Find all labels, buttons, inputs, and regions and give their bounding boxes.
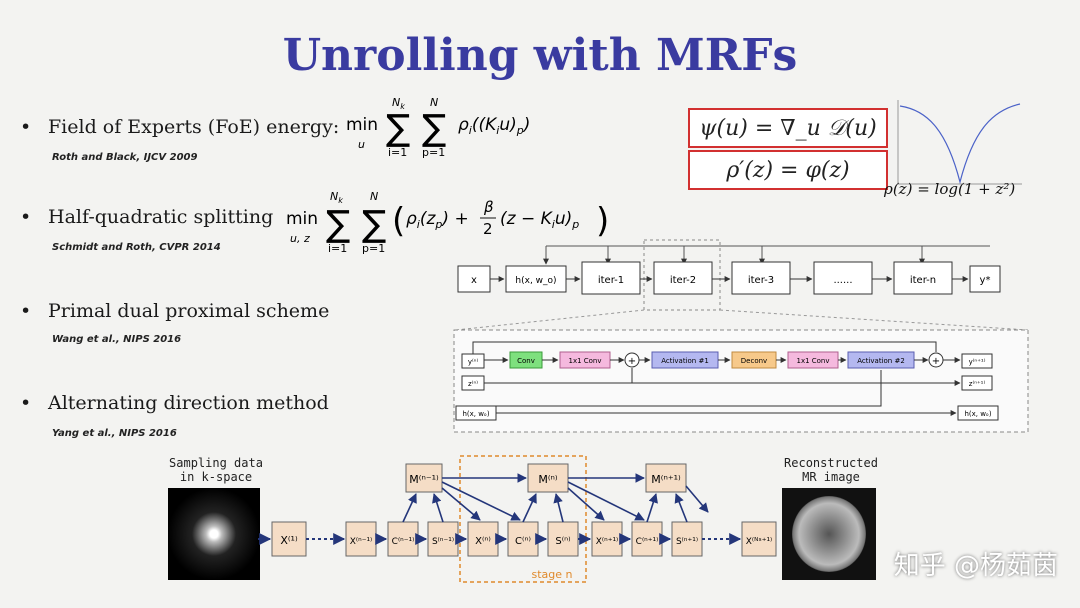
svg-text:∑: ∑ xyxy=(386,108,410,149)
rho-equation-box: ρ′(z) = φ(z) xyxy=(688,150,888,190)
svg-text:∑: ∑ xyxy=(362,204,386,245)
svg-text:X⁽¹⁾: X⁽¹⁾ xyxy=(280,534,298,547)
bullet-hqs: •Half-quadratic splitting xyxy=(20,206,274,228)
cite-hqs: Schmidt and Roth, CVPR 2014 xyxy=(52,242,221,253)
svg-text:x: x xyxy=(471,275,477,286)
svg-text:h(x, w_o): h(x, w_o) xyxy=(515,276,556,286)
svg-text:S⁽ⁿ⁻¹⁾: S⁽ⁿ⁻¹⁾ xyxy=(432,537,454,547)
svg-text:i=1: i=1 xyxy=(328,242,347,255)
svg-text:i=1: i=1 xyxy=(388,146,407,159)
svg-text:M⁽ⁿ⁾: M⁽ⁿ⁾ xyxy=(538,473,558,486)
svg-text:iter-2: iter-2 xyxy=(670,275,696,286)
svg-text:C⁽ⁿ⁺¹⁾: C⁽ⁿ⁺¹⁾ xyxy=(636,537,659,547)
svg-text:Conv: Conv xyxy=(517,357,535,365)
svg-text:S⁽ⁿ⁾: S⁽ⁿ⁾ xyxy=(555,536,570,547)
svg-text:(z − Kiu)p: (z − Kiu)p xyxy=(500,209,579,231)
svg-text:u: u xyxy=(358,138,365,151)
svg-text:+: + xyxy=(628,356,636,367)
kspace-caption: Sampling data in k-space xyxy=(169,456,263,484)
svg-text:min: min xyxy=(346,115,378,135)
svg-text:iter-1: iter-1 xyxy=(598,275,624,286)
svg-text:β: β xyxy=(483,198,494,216)
block-iter-n xyxy=(893,261,953,295)
svg-text:y⁽ⁿ⁾: y⁽ⁿ⁾ xyxy=(468,358,479,366)
svg-text:h(x, wₒ): h(x, wₒ) xyxy=(462,410,489,418)
psi-equation-box: ψ(u) = ∇_u 𝒟(u) xyxy=(688,108,888,148)
block-iter-1 xyxy=(581,261,641,295)
svg-text:z⁽ⁿ⁺¹⁾: z⁽ⁿ⁺¹⁾ xyxy=(969,380,986,388)
svg-text:C⁽ⁿ⁻¹⁾: C⁽ⁿ⁻¹⁾ xyxy=(392,537,415,547)
svg-text:min: min xyxy=(286,209,318,229)
svg-text:X⁽ⁿ⁻¹⁾: X⁽ⁿ⁻¹⁾ xyxy=(350,537,373,547)
svg-text:h(x, wₒ): h(x, wₒ) xyxy=(964,410,991,418)
iteration-detail-box xyxy=(453,329,1029,433)
slide-title: Unrolling with MRFs xyxy=(282,30,798,81)
block-iter-3 xyxy=(731,261,791,295)
svg-text:X⁽ⁿ⁾: X⁽ⁿ⁾ xyxy=(475,536,491,547)
svg-text:(: ( xyxy=(392,201,405,241)
kspace-image xyxy=(168,488,260,580)
cite-foe: Roth and Black, IJCV 2009 xyxy=(52,152,198,163)
svg-text:y⁽ⁿ⁺¹⁾: y⁽ⁿ⁺¹⁾ xyxy=(969,358,986,366)
svg-text:M⁽ⁿ⁻¹⁾: M⁽ⁿ⁻¹⁾ xyxy=(409,473,439,486)
svg-text:u, z: u, z xyxy=(290,232,310,245)
watermark: 知乎 @杨茹茵 xyxy=(893,551,1058,581)
mr-caption: Reconstructed MR image xyxy=(784,456,878,484)
iteration-pipeline: x h(x, w_o) iter-1 iter-2 iter-3 ...... … xyxy=(453,239,1029,433)
block-x xyxy=(457,265,491,293)
svg-text:N: N xyxy=(430,96,438,109)
stage-n-box xyxy=(459,455,587,583)
svg-text:iter-n: iter-n xyxy=(910,275,936,286)
svg-text:∑: ∑ xyxy=(326,204,350,245)
block-ellipsis xyxy=(813,261,873,295)
admm-diagram: stage n M⁽ⁿ⁻¹⁾ M⁽ⁿ⁾ M⁽ⁿ⁺¹⁾ X⁽¹⁾ X⁽ⁿ⁻¹⁾ C… xyxy=(258,455,777,583)
bullet-primal-dual: •Primal dual proximal scheme xyxy=(20,300,330,322)
svg-text:y*: y* xyxy=(980,275,991,286)
block-y-star xyxy=(969,265,1001,293)
svg-text:C⁽ⁿ⁾: C⁽ⁿ⁾ xyxy=(515,536,531,547)
svg-text:∑: ∑ xyxy=(422,108,446,149)
svg-text:Activation #2: Activation #2 xyxy=(857,357,905,365)
svg-text:p=1: p=1 xyxy=(422,146,445,159)
rho-plot xyxy=(897,100,1022,185)
svg-text:N: N xyxy=(370,190,378,203)
svg-text:+: + xyxy=(932,356,940,367)
hqs-equation: min u, z ∑ Nk i=1 ∑ N p=1 ( ρi(zp) + β 2… xyxy=(286,190,609,255)
block-h xyxy=(505,265,567,293)
svg-text:iter-3: iter-3 xyxy=(748,275,774,286)
svg-text:ρi((Kiu)p): ρi((Kiu)p) xyxy=(458,115,530,137)
cite-primal-dual: Wang et al., NIPS 2016 xyxy=(52,334,182,345)
bullet-admm: •Alternating direction method xyxy=(20,392,329,414)
svg-text:Deconv: Deconv xyxy=(741,357,767,365)
rho-definition: ρ(z) = log(1 + z²) xyxy=(884,180,1016,198)
svg-text:ρi(zp) +: ρi(zp) + xyxy=(406,209,469,231)
svg-text:1x1 Conv: 1x1 Conv xyxy=(568,357,601,365)
block-iter-2 xyxy=(653,261,713,295)
svg-text:M⁽ⁿ⁺¹⁾: M⁽ⁿ⁺¹⁾ xyxy=(651,473,681,486)
svg-text:Nk: Nk xyxy=(392,96,405,111)
svg-text:): ) xyxy=(596,201,609,241)
svg-text:p=1: p=1 xyxy=(362,242,385,255)
cite-admm: Yang et al., NIPS 2016 xyxy=(52,428,177,439)
svg-text:Nk: Nk xyxy=(330,190,343,205)
svg-text:Activation #1: Activation #1 xyxy=(661,357,709,365)
svg-text:X⁽ᴺˢ⁺¹⁾: X⁽ᴺˢ⁺¹⁾ xyxy=(746,537,773,547)
svg-text:X⁽ⁿ⁺¹⁾: X⁽ⁿ⁺¹⁾ xyxy=(596,537,619,547)
svg-text:1x1 Conv: 1x1 Conv xyxy=(796,357,829,365)
svg-text:2: 2 xyxy=(483,220,493,238)
bullet-foe: •Field of Experts (FoE) energy: xyxy=(20,116,340,138)
svg-text:S⁽ⁿ⁺¹⁾: S⁽ⁿ⁺¹⁾ xyxy=(676,537,698,547)
svg-text:stage n: stage n xyxy=(531,568,572,581)
svg-text:z⁽ⁿ⁾: z⁽ⁿ⁾ xyxy=(468,380,478,388)
foe-equation: min u ∑ Nk i=1 ∑ N p=1 ρi((Kiu)p) xyxy=(346,96,530,159)
svg-text:......: ...... xyxy=(833,275,852,286)
mr-image xyxy=(782,488,876,580)
